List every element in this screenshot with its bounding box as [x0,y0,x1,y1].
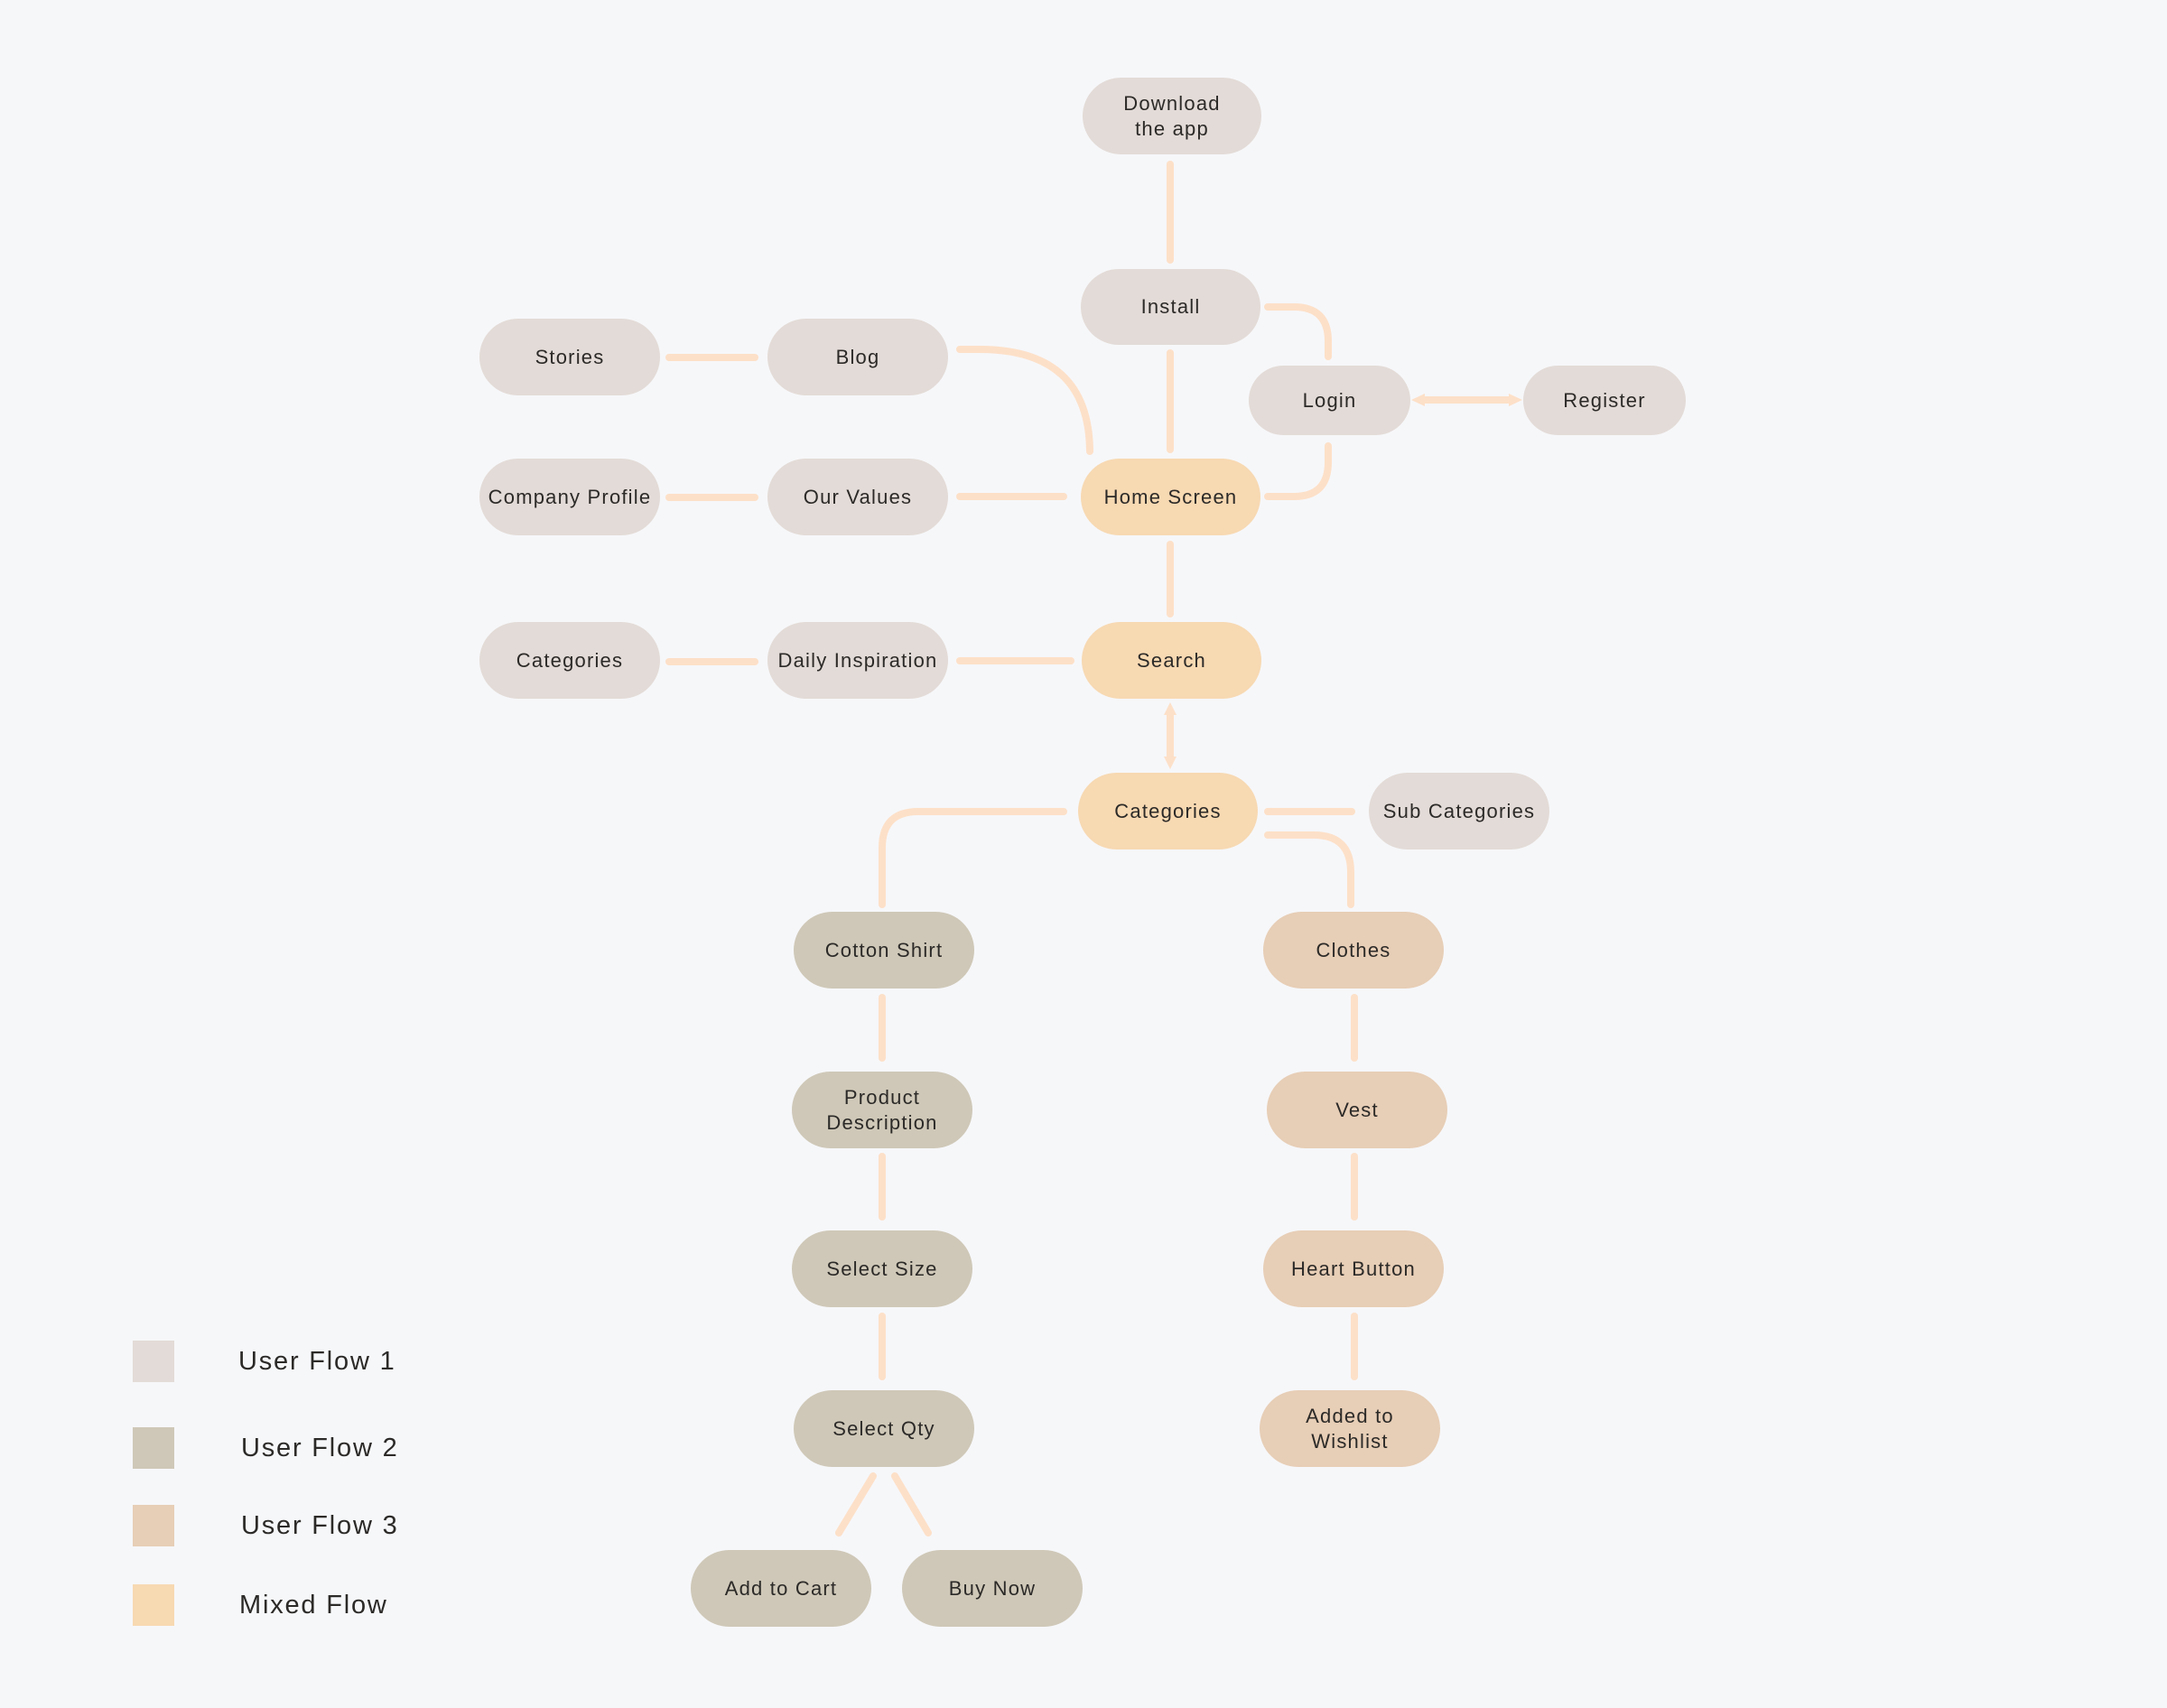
legend-label-user-flow-1: User Flow 1 [238,1346,396,1376]
arrowhead-login [1411,394,1425,406]
legend-label-user-flow-3: User Flow 3 [241,1510,399,1540]
arrowhead-categories [1164,757,1177,769]
node-sub-categories: Sub Categories [1369,773,1549,849]
connector-qty-buynow [891,1472,932,1536]
node-cotton-shirt: Cotton Shirt [794,912,974,989]
arrowhead-register [1509,394,1522,406]
connector-categories-cottonshirt [879,808,1067,908]
legend-swatch-mixed-flow [133,1584,174,1626]
connector-categories-clothes [1264,831,1354,908]
node-company-profile: Company Profile [479,459,660,535]
legend-item-user-flow-3: User Flow 3 [133,1505,397,1546]
connector-blog-home [956,346,1093,455]
legend-item-mixed-flow: Mixed Flow [133,1584,386,1626]
node-search: Search [1082,622,1261,699]
legend-label-mixed-flow: Mixed Flow [239,1590,388,1620]
node-categories-main: Categories [1078,773,1258,849]
node-stories: Stories [479,319,660,395]
node-clothes: Clothes [1263,912,1444,989]
node-categories-left: Categories [479,622,660,699]
connector-qty-addtocart [835,1472,877,1536]
arrowhead-search [1164,702,1177,715]
node-blog: Blog [767,319,948,395]
node-heart-button: Heart Button [1263,1230,1444,1307]
node-vest: Vest [1267,1072,1447,1148]
node-daily-inspiration: Daily Inspiration [767,622,948,699]
node-add-to-cart: Add to Cart [691,1550,871,1627]
legend-swatch-user-flow-3 [133,1505,174,1546]
legend-swatch-user-flow-1 [133,1341,174,1382]
node-added-to-wishlist: Added to Wishlist [1260,1390,1440,1467]
node-register: Register [1523,366,1686,435]
node-our-values: Our Values [767,459,948,535]
node-select-size: Select Size [792,1230,972,1307]
legend-label-user-flow-2: User Flow 2 [241,1433,399,1462]
connector-login-home [1264,442,1332,500]
connector-install-login [1264,303,1332,360]
node-login: Login [1249,366,1410,435]
legend-item-user-flow-2: User Flow 2 [133,1427,397,1469]
node-install: Install [1081,269,1260,345]
node-product-description: Product Description [792,1072,972,1148]
node-select-qty: Select Qty [794,1390,974,1467]
node-home-screen: Home Screen [1081,459,1260,535]
node-download-the-app: Download the app [1083,78,1261,154]
legend-item-user-flow-1: User Flow 1 [133,1341,395,1382]
node-buy-now: Buy Now [902,1550,1083,1627]
legend-swatch-user-flow-2 [133,1427,174,1469]
arrowheads [1164,394,1522,769]
